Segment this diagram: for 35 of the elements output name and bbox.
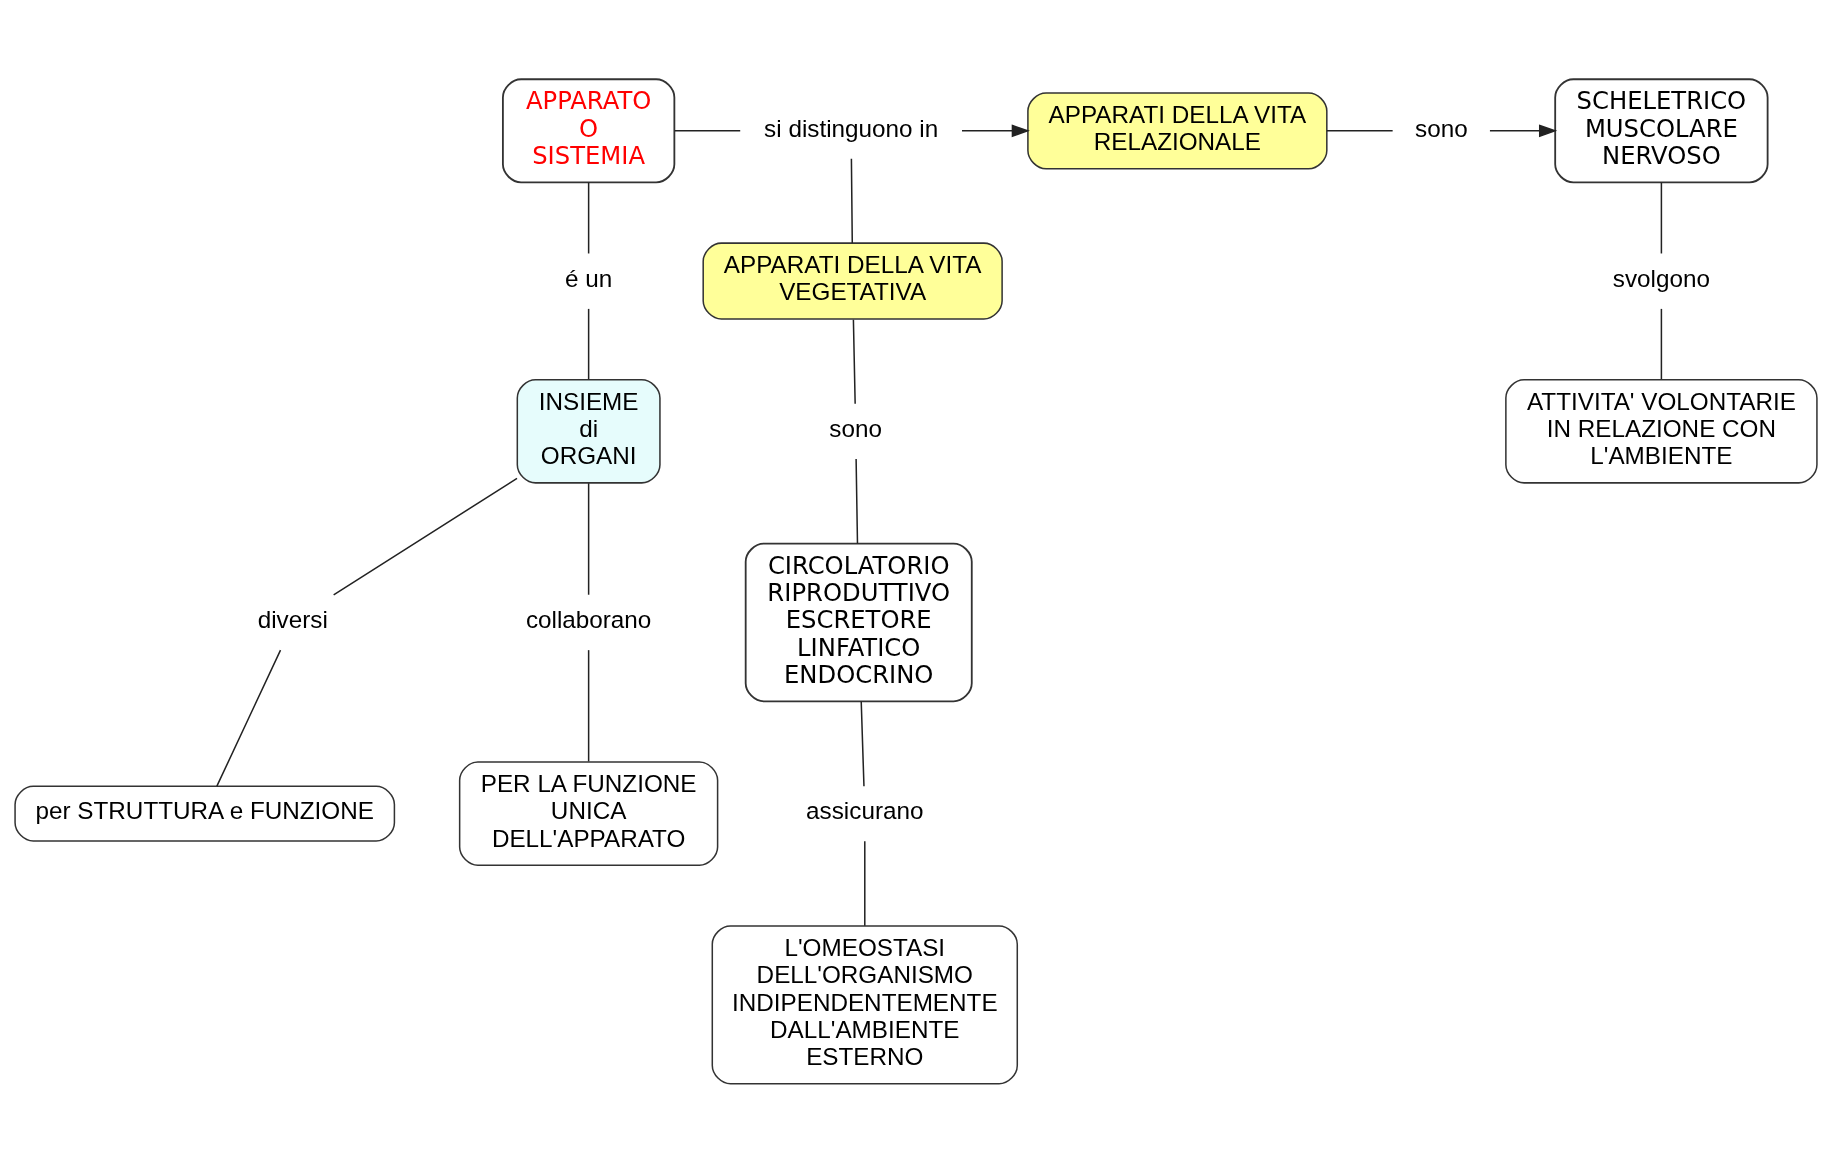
node-box: CIRCOLATORIO RIPRODUTTIVO ESCRETORE LINFATICO ENDOCRINO (744, 542, 973, 703)
node-text: é un (564, 264, 612, 292)
connector (863, 840, 866, 927)
node-text: assicurano (805, 797, 923, 825)
node-box: APPARATO O SISTEMIA (501, 78, 675, 184)
arrow (1488, 124, 1557, 138)
node-text: svolgono (1612, 264, 1710, 292)
node-text: collaborano (525, 606, 651, 634)
node-box: APPARATI DELLA VITA VEGETATIVA (701, 242, 1003, 320)
node-text: diversi (257, 606, 328, 634)
node-box: SCHELETRICO MUSCOLARE NERVOSO (1553, 78, 1769, 184)
node-box: ATTIVITA' VOLONTARIE IN RELAZIONE CON L'AMBIENTE (1504, 378, 1818, 484)
connector (854, 458, 858, 545)
connector (332, 477, 518, 596)
node-box: PER LA FUNZIONE UNICA DELL'APPARATO (458, 761, 718, 866)
node-box: L'OMEOSTASI DELL'ORGANISMO INDIPENDENTEMENTE DALL'AMBIENTE ESTERNO (711, 925, 1018, 1085)
connector (587, 482, 589, 596)
node-box: APPARATI DELLA VITA RELAZIONALE (1026, 92, 1328, 170)
connector (587, 308, 589, 381)
node-text: sono (1414, 114, 1468, 142)
connector (587, 649, 589, 763)
connector (1660, 308, 1662, 381)
connector (1325, 130, 1393, 132)
node-text: si distinguono in (763, 114, 938, 142)
connector (859, 700, 865, 787)
connector (673, 130, 741, 132)
node-text: sono (828, 415, 882, 443)
connector (587, 181, 589, 255)
arrow (960, 124, 1030, 138)
connector (215, 649, 281, 787)
node-box: INSIEME di ORGANI (516, 378, 661, 484)
connector (850, 157, 853, 244)
connector (1660, 181, 1662, 255)
node-box: per STRUTTURA e FUNZIONE (13, 785, 395, 842)
connector (852, 318, 856, 405)
